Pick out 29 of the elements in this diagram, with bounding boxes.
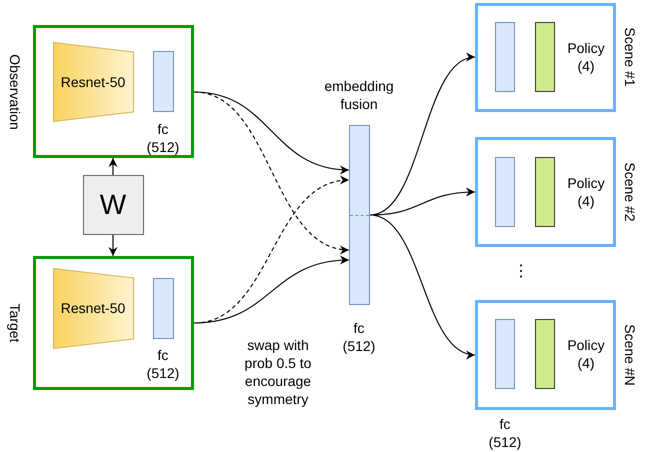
layer-label: Resnet-50 — [60, 299, 126, 317]
scene-title: Scene #1 — [621, 27, 639, 87]
layer-label: fc (512) — [488, 415, 522, 451]
layer-bar — [495, 319, 515, 389]
arrow — [194, 256, 350, 324]
arrow — [370, 214, 476, 358]
panel-title: Target — [6, 304, 24, 342]
dashed-arrow — [194, 91, 350, 253]
layer-label: fc (512) — [146, 120, 180, 156]
layer-bar — [495, 22, 515, 92]
scene-title: Scene #2 — [621, 162, 639, 222]
resnet-trapezoid — [53, 42, 134, 122]
arrow — [108, 158, 118, 175]
resnet-trapezoid — [53, 268, 134, 349]
layer-label: fc (512) — [146, 346, 180, 382]
weights-box — [83, 175, 144, 235]
arrow — [108, 235, 118, 256]
weights-label: W — [100, 191, 126, 219]
layer-label: Policy (4) — [566, 174, 606, 210]
layer-label: embedding fusion — [323, 77, 395, 113]
ellipsis: ⋮ — [512, 263, 530, 281]
layer-label: fc (512) — [342, 319, 376, 355]
layer-bar — [495, 157, 515, 227]
layer-label: Policy (4) — [566, 39, 606, 75]
layer-label: Policy (4) — [566, 336, 606, 372]
note-text: swap with prob 0.5 to encourage symmetry — [244, 336, 312, 408]
panel-title: Observation — [6, 54, 24, 130]
scene-title: Scene #N — [621, 324, 639, 386]
layer-label: Resnet-50 — [60, 73, 126, 91]
